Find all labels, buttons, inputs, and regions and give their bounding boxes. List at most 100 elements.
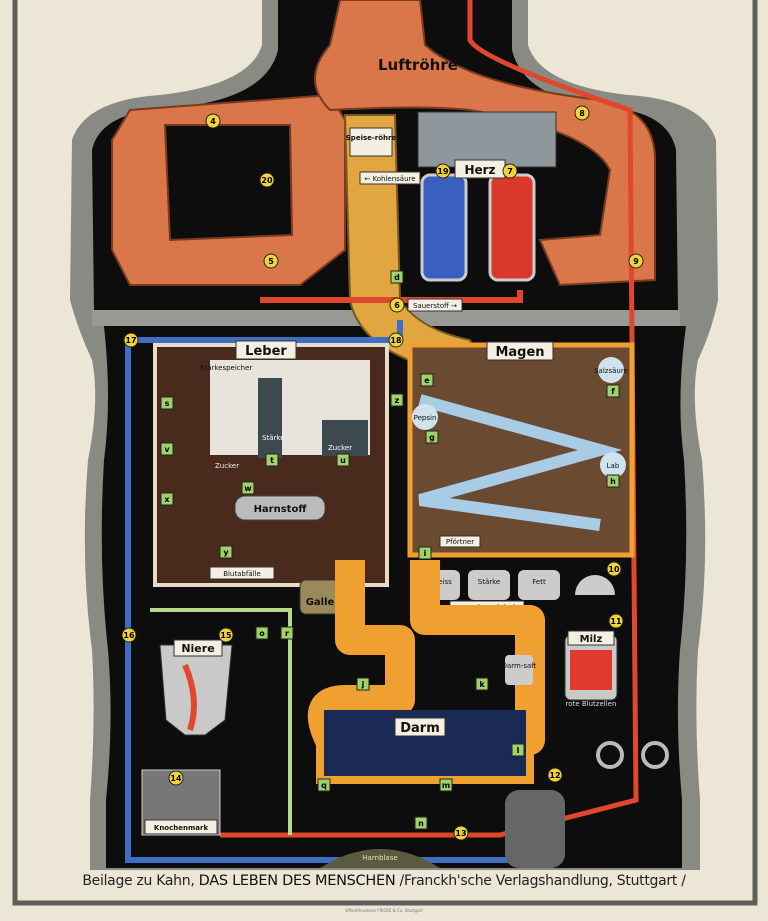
letter-marker <box>418 546 432 560</box>
number-marker-label: 8 <box>579 109 585 118</box>
number-marker-label: 12 <box>549 771 560 780</box>
letter-marker-label: w <box>244 484 252 493</box>
number-marker-label: 9 <box>633 257 639 266</box>
acid-label: Salzsäure <box>594 367 628 375</box>
esophagus-tag <box>349 127 393 157</box>
oxygen-label: Sauerstoff → <box>413 302 457 310</box>
liver-tag <box>235 340 297 360</box>
letter-marker-label: g <box>429 433 435 442</box>
letter-marker-label: k <box>479 680 485 689</box>
starch-store-label: Stärkespeicher <box>200 364 252 372</box>
letter-marker-label: v <box>164 445 170 454</box>
number-marker-label: 7 <box>507 167 513 176</box>
bone-marrow-tag <box>144 819 218 835</box>
pepsin-label: Pepsin <box>414 414 437 422</box>
number-marker <box>435 163 451 179</box>
number-marker-label: 18 <box>390 336 402 345</box>
number-marker-label: 10 <box>608 565 620 574</box>
letter-marker-label: m <box>442 781 450 790</box>
number-marker <box>121 627 137 643</box>
spleen-label: Milz <box>580 634 603 645</box>
bone-marrow-label: Knochenmark <box>154 824 209 832</box>
number-marker <box>218 627 234 643</box>
heart-left-chamber <box>488 173 536 282</box>
co2-label: ← Kohlensäure <box>364 175 415 183</box>
fat-label: Fett <box>532 578 546 586</box>
intestine-bottom <box>316 710 534 784</box>
number-marker-label: 14 <box>170 774 182 783</box>
letter-marker <box>336 453 350 467</box>
poster-frame <box>12 0 758 906</box>
oxygen-pipe <box>260 290 523 303</box>
letter-marker <box>241 481 255 495</box>
co2-tag <box>359 171 421 185</box>
number-marker-label: 17 <box>125 336 136 345</box>
number-marker-label: 6 <box>394 301 400 310</box>
letter-marker <box>606 384 620 398</box>
letter-marker <box>425 430 439 444</box>
stomach-slides <box>418 394 623 531</box>
letter-marker-label: t <box>270 456 274 465</box>
starch-label: Stärke <box>262 434 284 442</box>
letter-marker-label: h <box>610 477 616 486</box>
flywheel-2 <box>641 741 669 769</box>
sugar-machine-label: Zucker <box>328 444 352 452</box>
intestinal-juice-tank <box>505 655 533 685</box>
flywheel <box>596 741 624 769</box>
kidney-label: Niere <box>181 642 214 655</box>
letter-marker-label: y <box>223 548 229 557</box>
number-marker <box>205 113 221 129</box>
letter-marker-label: n <box>418 819 424 828</box>
letter-marker <box>160 442 174 456</box>
intestine-label: Darm <box>400 721 440 736</box>
letter-marker <box>160 396 174 410</box>
letter-marker <box>219 545 233 559</box>
stomach-label: Magen <box>495 345 544 360</box>
lymph-pipe <box>150 608 292 835</box>
spleen-tag <box>567 630 615 646</box>
heart-right-chamber <box>420 173 468 282</box>
letter-marker <box>420 373 434 387</box>
blood-waste-label: Blutabfälle <box>223 570 261 578</box>
number-marker <box>259 172 275 188</box>
letter-marker-label: e <box>424 376 430 385</box>
letter-marker <box>280 626 294 640</box>
letter-marker <box>160 492 174 506</box>
letter-marker-label: q <box>321 781 327 790</box>
number-marker <box>168 770 184 786</box>
bladder-label: Harnblase <box>362 854 397 862</box>
blood-waste-tag <box>209 566 275 580</box>
letter-marker <box>390 270 404 284</box>
letter-marker <box>255 626 269 640</box>
number-marker <box>574 105 590 121</box>
trachea-pipe <box>314 0 656 287</box>
pump-machine <box>505 790 565 868</box>
stomach-tag <box>486 341 554 361</box>
number-marker-label: 4 <box>210 117 216 126</box>
number-marker <box>547 767 563 783</box>
number-marker <box>608 613 624 629</box>
letter-marker <box>511 743 525 757</box>
letter-marker <box>356 677 370 691</box>
intestinal-juice-label: Darm-saft <box>502 662 537 670</box>
acid-tank <box>598 357 624 383</box>
esophagus-label: Speise-röhre <box>346 134 397 142</box>
number-marker <box>388 332 404 348</box>
kidney-tank <box>159 644 233 736</box>
artery-main <box>220 0 639 838</box>
letter-marker-label: j <box>361 680 365 689</box>
letter-marker <box>317 778 331 792</box>
caption: Beilage zu Kahn, DAS LEBEN DES MENSCHEN … <box>0 873 768 889</box>
number-marker-label: 5 <box>268 257 274 266</box>
letter-marker-label: s <box>165 399 170 408</box>
number-marker-label: 11 <box>610 617 622 626</box>
number-marker <box>263 253 279 269</box>
number-marker-label: 13 <box>455 829 466 838</box>
letter-marker <box>439 778 453 792</box>
letter-marker-label: d <box>394 273 400 282</box>
letter-marker-label: f <box>611 387 615 396</box>
number-marker <box>453 825 469 841</box>
number-marker-label: 16 <box>123 631 135 640</box>
number-marker <box>628 253 644 269</box>
